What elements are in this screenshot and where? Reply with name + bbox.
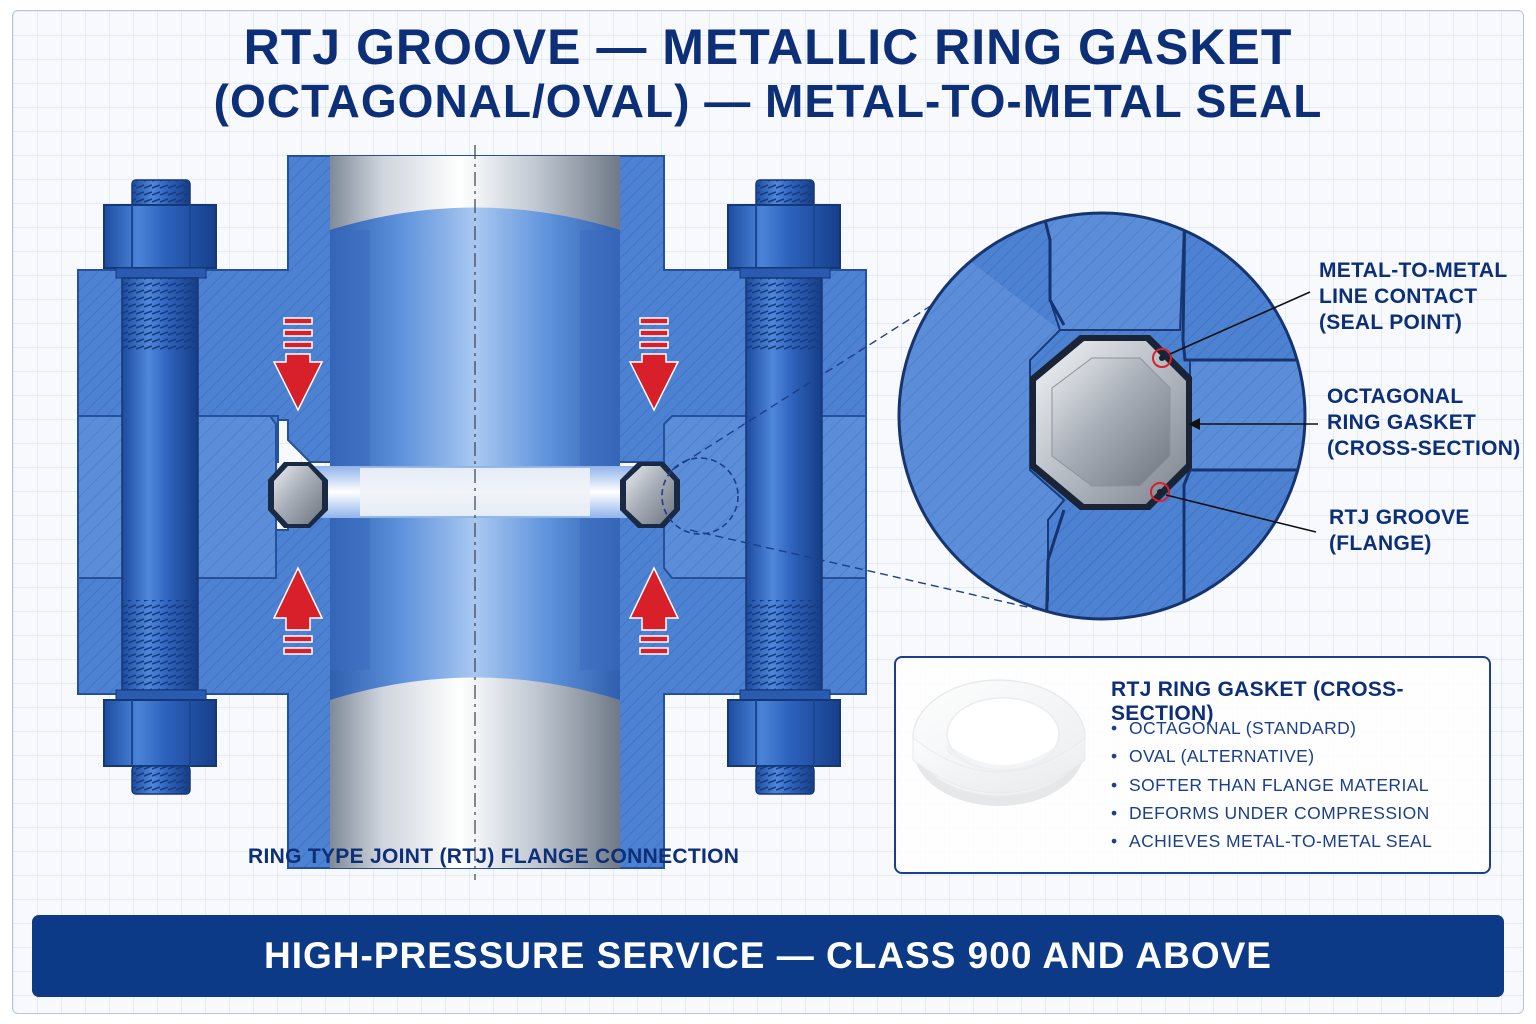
callout-octagonal-l2: RING GASKET	[1327, 411, 1477, 434]
title-line-1: RTJ GROOVE — METALLIC RING GASKET	[243, 19, 1293, 75]
list-item: •ACHIEVES METAL-TO-METAL SEAL	[1111, 831, 1433, 852]
service-banner: HIGH-PRESSURE SERVICE — CLASS 900 AND AB…	[32, 915, 1504, 997]
callout-groove-l2: (FLANGE)	[1329, 532, 1432, 555]
callout-line-contact-l3: (SEAL POINT)	[1319, 311, 1463, 334]
callout-line-contact-l2: LINE CONTACT	[1319, 285, 1478, 308]
left-stud-bolt	[103, 179, 217, 795]
callout-octagonal-l1: OCTAGONAL	[1327, 385, 1464, 408]
list-item: •OCTAGONAL (STANDARD)	[1111, 718, 1357, 738]
flange-caption: RING TYPE JOINT (RTJ) FLANGE CONNECTION	[248, 845, 740, 868]
callout-line-contact: METAL-TO-METAL LINE CONTACT (SEAL POINT)	[1319, 258, 1508, 336]
callout-octagonal-l3: (CROSS-SECTION)	[1327, 437, 1521, 460]
callout-line-contact-l1: METAL-TO-METAL	[1319, 259, 1508, 282]
list-item: •OVAL (ALTERNATIVE)	[1111, 746, 1315, 767]
info-list: •OCTAGONAL (STANDARD) •OVAL (ALTERNATIVE…	[1111, 714, 1432, 855]
callout-groove: RTJ GROOVE (FLANGE)	[1329, 505, 1470, 557]
title-line-2: (OCTAGONAL/OVAL) — METAL-TO-METAL SEAL	[213, 75, 1323, 127]
list-item: •DEFORMS UNDER COMPRESSION	[1111, 802, 1430, 823]
list-item: •SOFTER THAN FLANGE MATERIAL	[1111, 774, 1429, 795]
callout-octagonal: OCTAGONAL RING GASKET (CROSS-SECTION)	[1327, 384, 1521, 462]
info-box: RTJ RING GASKET (CROSS-SECTION) •OCTAGON…	[894, 656, 1491, 874]
right-stud-bolt	[727, 179, 841, 795]
info-title: RTJ RING GASKET (CROSS-SECTION)	[1111, 678, 1404, 725]
callout-groove-l1: RTJ GROOVE	[1329, 506, 1470, 529]
flange-assembly	[77, 145, 1041, 880]
zoom-detail	[897, 211, 1318, 621]
detail-marker	[661, 457, 739, 535]
compression-arrows	[272, 317, 680, 655]
